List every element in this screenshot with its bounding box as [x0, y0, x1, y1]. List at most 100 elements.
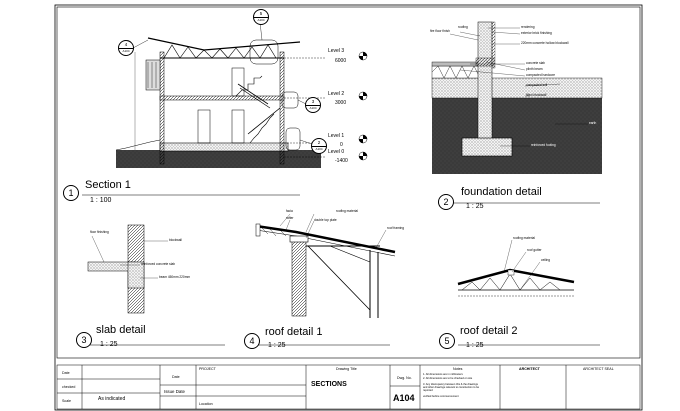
level-marker-3 [358, 51, 368, 61]
roof1-scale: 1 : 25 [268, 342, 286, 349]
foundation-detail-drawing [431, 21, 603, 174]
fnote-hardcore: compacted hardcore [526, 73, 556, 77]
outer-border [54, 4, 643, 411]
level-0-name: Level 0 [328, 149, 345, 155]
snote-slab: reinforced concrete slab [141, 262, 176, 266]
tb-drawing-title-label: Drawing Title [336, 367, 357, 371]
section-1-title: Section 1 [85, 179, 131, 191]
slab-number: 3 [76, 332, 92, 348]
tb-scale-value: As indicated [98, 396, 126, 402]
side-window [145, 59, 161, 91]
r2note-ceiling: ceiling [541, 258, 551, 262]
fnote-blockwall: 220mm concrete hollow blockwall [521, 41, 569, 45]
section-ground [116, 150, 321, 168]
level-2-elev: 3000 [335, 100, 347, 106]
roof2-roofing [457, 268, 575, 286]
tb-note-4: and other drawings relevant to construct… [423, 386, 480, 389]
tb-note-1: 1. All dimensions are in millimeters [423, 373, 463, 376]
fnote-filled: filled blockwall [526, 93, 547, 97]
roof-detail-1-drawing [255, 213, 396, 318]
r1note-rafter: rafter [286, 216, 294, 220]
level-marker-1 [358, 134, 368, 144]
ground-slab [159, 142, 289, 152]
upper-stair [235, 75, 263, 97]
level-marker-0 [358, 151, 368, 161]
roof1-title: roof detail 1 [265, 326, 323, 338]
fnote-earth: earth [589, 121, 597, 125]
level-2-name: Level 2 [328, 91, 345, 97]
roof1-roofing [255, 224, 396, 254]
snote-floor: floor finishing [90, 230, 109, 234]
lower-door-left [197, 109, 211, 144]
r2note-gutter: roof gutter [527, 248, 542, 252]
hardcore [431, 65, 481, 79]
fnote-plinth: plinth beam [526, 67, 543, 71]
roof2-number: 5 [439, 333, 455, 349]
tb-date2-label: Date [172, 375, 180, 379]
level-1-name: Level 1 [328, 133, 345, 139]
callout-box-5 [249, 39, 279, 65]
snote-blockwall: blockwall [169, 238, 182, 242]
tb-architect-seal-label: ARCHITECT SEAL [583, 367, 614, 371]
slab-beam [127, 261, 145, 289]
roof1-number: 4 [244, 333, 260, 349]
tb-checked-label: checked [62, 385, 76, 389]
foundation-wall [477, 21, 493, 143]
foundation-number: 2 [438, 194, 454, 210]
tb-note-6: verified before commencement [423, 395, 459, 398]
tb-note-3: 3. Any discrepancy between this & the dr… [423, 383, 478, 386]
r1note-framing: roof framing [387, 226, 405, 230]
compacted-soil [431, 77, 603, 99]
roof2-scale: 1 : 25 [466, 342, 484, 349]
foundation-earth [432, 98, 602, 174]
fnote-roofing: roofing [458, 25, 468, 29]
plinth-beam [475, 57, 495, 67]
tb-note-2: 2. All dimensions are to be checked on s… [423, 377, 473, 380]
roof-webbing [163, 44, 277, 59]
roof2-gutter [507, 269, 515, 276]
tb-architect-label: ARCHITECT [519, 367, 540, 371]
lower-door-right [231, 109, 245, 144]
roof1-facia [255, 223, 261, 237]
slab-scale: 1 : 25 [100, 341, 118, 348]
r2note-roofing: roofing material [513, 236, 535, 240]
tb-note-5: reported [423, 389, 433, 392]
r1note-roofing: roofing material [336, 209, 358, 213]
section-1-drawing [115, 21, 368, 168]
fnote-fire-floor: fire floor finish [430, 29, 450, 33]
callout-5[interactable]: 5 A104 [253, 9, 269, 25]
right-wall [279, 51, 285, 165]
tb-issue-date-label: Issue Date [164, 389, 185, 394]
roof-line [147, 37, 301, 51]
callout-2[interactable]: 2 A104 [311, 138, 327, 154]
inner-border [56, 6, 641, 359]
level-2-slab [159, 95, 285, 101]
level-0-elev: -1400 [335, 158, 348, 164]
slab-detail-drawing [87, 224, 168, 314]
tb-drawing-title: SECTIONS [311, 381, 347, 388]
roof1-wall [291, 237, 307, 317]
tb-project-label: PROJECT [199, 367, 216, 371]
callout-4[interactable]: 4 A104 [118, 40, 134, 56]
callout-3[interactable]: 3 A104 [305, 97, 321, 113]
tb-notes-label: Notes [453, 367, 463, 371]
foundation-title: foundation detail [461, 186, 542, 198]
tb-location-label: Location [199, 402, 213, 406]
callout-box-2 [285, 127, 301, 151]
upper-door [231, 67, 245, 97]
level-3-elev: 6000 [335, 58, 347, 64]
roof-detail-2-drawing [457, 239, 575, 297]
reinforced-footing [461, 137, 513, 157]
fnote-slab: concrete slab [526, 61, 545, 65]
fnote-rendering: rendering [521, 25, 535, 29]
title-block-grid [56, 364, 641, 410]
tb-dwg-no-label: Dwg. No. [397, 376, 412, 380]
level-marker-2 [358, 91, 368, 101]
level-3-name: Level 3 [328, 48, 345, 54]
tb-scale-label: Scale [62, 399, 71, 403]
tb-date-label: Date [62, 371, 70, 375]
section-1-number: 1 [63, 185, 79, 201]
slab-title: slab detail [96, 324, 146, 336]
